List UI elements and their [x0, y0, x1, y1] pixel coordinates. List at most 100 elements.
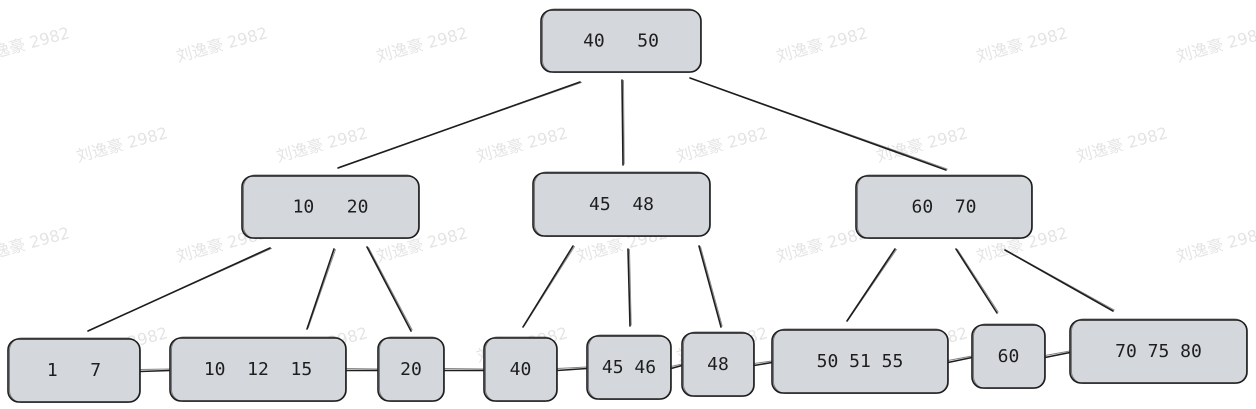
tree-edge-sketch — [957, 249, 999, 313]
node-box — [169, 337, 347, 402]
node-leaf-48: 48 — [681, 331, 755, 397]
edge-layer — [87, 77, 1115, 332]
node-box-sketch — [857, 174, 1032, 239]
tree-edge-sketch — [368, 247, 413, 331]
node-box — [483, 337, 558, 402]
node-box — [971, 324, 1046, 389]
node-box-sketch — [243, 174, 419, 239]
node-box-sketch — [773, 328, 948, 394]
node-leaf-10-12-15: 10 12 15 — [169, 336, 347, 402]
node-box-sketch — [534, 171, 710, 237]
node-box-sketch — [379, 336, 444, 402]
node-label: 50 51 55 — [817, 351, 904, 372]
node-n-60-70: 60 70 — [855, 174, 1033, 239]
tree-edge-sketch — [307, 249, 336, 329]
node-label: 70 75 80 — [1115, 341, 1202, 362]
tree-edge-sketch — [691, 78, 948, 170]
leaf-link-sketch — [443, 368, 485, 370]
node-box-sketch — [1071, 318, 1247, 384]
leaf-link-sketch — [670, 363, 683, 367]
watermark-text: 刘逸豪 2982 — [374, 23, 470, 66]
node-leaf-70-75-80: 70 75 80 — [1069, 318, 1248, 384]
watermark-text: 刘逸豪 2982 — [774, 223, 870, 266]
node-box-sketch — [588, 334, 671, 400]
node-leaf-1-7: 1 7 — [7, 337, 141, 403]
node-label: 40 — [510, 359, 532, 380]
leaf-link — [139, 369, 171, 373]
tree-edge — [698, 245, 722, 328]
node-box-sketch — [973, 323, 1045, 389]
leaf-link-sketch — [753, 360, 773, 364]
tree-edge — [366, 246, 412, 332]
leaf-link — [753, 361, 773, 367]
node-label: 45 48 — [589, 194, 654, 215]
tree-edge-sketch — [523, 246, 575, 327]
tree-edge — [522, 245, 574, 328]
watermark-text: 刘逸豪 2982 — [0, 223, 72, 266]
tree-edge-sketch — [88, 248, 272, 331]
tree-edge — [627, 248, 631, 327]
tree-edge — [846, 248, 896, 322]
node-box — [377, 337, 445, 402]
tree-edge — [1004, 249, 1114, 312]
node-box-sketch — [542, 8, 701, 73]
node-label: 40 50 — [583, 31, 659, 52]
node-layer: 40 50 10 20 45 48 60 70 1 7 10 12 15 20 40 45 46… — [7, 8, 1248, 403]
node-box — [855, 175, 1033, 239]
tree-edge — [955, 248, 998, 314]
tree-edge-sketch — [700, 246, 723, 327]
node-box — [1069, 319, 1248, 384]
watermark-text: 刘逸豪 2982 — [174, 23, 270, 66]
node-label: 10 12 15 — [204, 359, 312, 380]
leaf-link-sketch — [345, 368, 379, 370]
node-label: 60 70 — [911, 197, 976, 218]
leaf-link-sketch — [139, 368, 171, 370]
node-label: 45 46 — [602, 357, 656, 378]
leaf-link-layer — [139, 350, 1071, 373]
node-label: 60 — [998, 346, 1020, 367]
node-leaf-60: 60 — [971, 323, 1046, 389]
leaf-link — [670, 364, 683, 370]
node-box-sketch — [485, 336, 557, 402]
watermark-text: 刘逸豪 2982 — [1074, 123, 1170, 166]
leaf-link-sketch — [1044, 350, 1071, 356]
node-leaf-50-51-55: 50 51 55 — [771, 328, 949, 394]
node-n-10-20: 10 20 — [241, 174, 420, 239]
node-label: 10 20 — [293, 197, 369, 218]
node-box — [681, 332, 755, 397]
node-box — [540, 9, 702, 73]
node-box — [586, 335, 672, 400]
node-leaf-20: 20 — [377, 336, 445, 402]
node-leaf-45-46: 45 46 — [586, 334, 672, 400]
tree-edge-sketch — [623, 80, 625, 165]
leaf-link-sketch — [947, 355, 973, 361]
leaf-link — [947, 356, 973, 364]
node-box — [532, 172, 711, 237]
tree-edge — [306, 248, 335, 330]
tree-edge-sketch — [338, 82, 582, 168]
node-n-45-48: 45 48 — [532, 171, 711, 237]
node-box-sketch — [683, 331, 754, 397]
watermark-text: 刘逸豪 2982 — [774, 23, 870, 66]
leaf-link — [1044, 351, 1071, 359]
watermark-text: 刘逸豪 2982 — [1174, 223, 1256, 266]
node-box-sketch — [9, 337, 140, 403]
watermark-text: 刘逸豪 2982 — [74, 123, 170, 166]
leaf-link — [556, 367, 588, 372]
node-box — [771, 329, 949, 394]
tree-edge — [621, 79, 624, 166]
watermark-text: 刘逸豪 2982 — [274, 123, 370, 166]
watermark-text: 刘逸豪 2982 — [974, 23, 1070, 66]
watermark-text: 刘逸豪 2982 — [474, 123, 570, 166]
node-leaf-40: 40 — [483, 336, 558, 402]
tree-edge-sketch — [1006, 250, 1115, 311]
node-box — [241, 175, 420, 239]
watermark-text: 刘逸豪 2982 — [874, 123, 970, 166]
watermark-text: 刘逸豪 2982 — [674, 123, 770, 166]
watermark-text: 刘逸豪 2982 — [1174, 23, 1256, 66]
node-label: 20 — [400, 359, 422, 380]
node-root: 40 50 — [540, 8, 702, 73]
tree-edge-sketch — [847, 249, 897, 321]
leaf-link-sketch — [556, 366, 588, 369]
